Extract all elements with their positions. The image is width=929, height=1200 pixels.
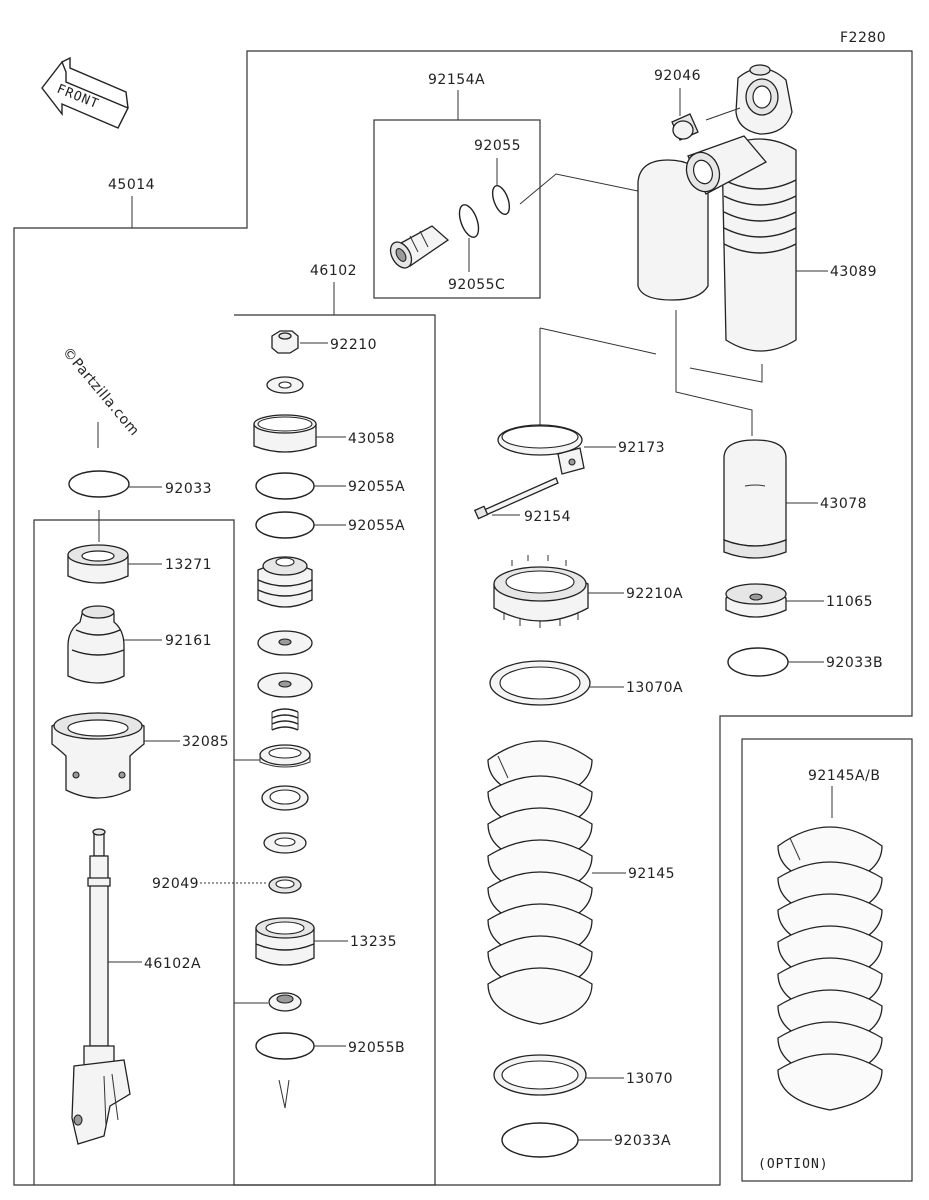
label-43078: 43078 xyxy=(820,496,867,512)
label-13070A: 13070A xyxy=(626,680,683,696)
shim-2 xyxy=(257,672,313,698)
label-46102: 46102 xyxy=(310,263,357,279)
label-92055B: 92055B xyxy=(348,1040,405,1056)
label-92161: 92161 xyxy=(165,633,212,649)
valve-kit-frame xyxy=(373,119,541,299)
piston-13235 xyxy=(255,917,315,966)
rod-seal xyxy=(268,992,302,1012)
collar xyxy=(261,785,309,811)
label-92055A-1: 92055A xyxy=(348,479,405,495)
clamp-92173 xyxy=(497,424,585,475)
label-46102A: 46102A xyxy=(144,956,201,972)
valve-assembly xyxy=(389,225,450,269)
washer-top xyxy=(266,376,304,394)
spring-seat-13070A xyxy=(489,660,591,706)
bearing-92046 xyxy=(671,113,699,141)
figure-code: F2280 xyxy=(840,30,886,46)
label-92145AB: 92145A/B xyxy=(808,768,880,784)
oring-92055A-2 xyxy=(255,511,315,539)
label-43058: 43058 xyxy=(348,431,395,447)
adjuster-nut-92210A xyxy=(493,555,589,628)
label-92055: 92055 xyxy=(474,138,521,154)
label-92033A: 92033A xyxy=(614,1133,671,1149)
label-13235: 13235 xyxy=(350,934,397,950)
nut-92210 xyxy=(271,330,299,354)
bladder-11065 xyxy=(725,583,787,618)
label-45014: 45014 xyxy=(108,177,155,193)
label-92145: 92145 xyxy=(628,866,675,882)
oring-92055A-1 xyxy=(255,472,315,500)
label-92055C: 92055C xyxy=(448,277,505,293)
label-11065: 11065 xyxy=(826,594,873,610)
circlip-92033 xyxy=(68,470,130,498)
washer-mid xyxy=(263,832,307,854)
label-92033B: 92033B xyxy=(826,655,883,671)
case-32085 xyxy=(51,712,145,799)
washer-92049 xyxy=(268,876,302,894)
bump-stop-92161 xyxy=(67,605,125,684)
watermark: ©Partzilla.com xyxy=(59,344,142,439)
shock-body-43089 xyxy=(637,64,797,352)
spring-92145AB xyxy=(777,826,883,1111)
small-spring xyxy=(271,708,299,731)
bushing-43058 xyxy=(253,414,317,453)
shim-1 xyxy=(257,630,313,656)
piston-rod-kit-frame xyxy=(33,314,436,1186)
oring-92055 xyxy=(491,185,511,215)
circlip-92033A xyxy=(501,1122,579,1158)
label-92154: 92154 xyxy=(524,509,571,525)
piston-ring xyxy=(259,744,311,768)
label-43089: 43089 xyxy=(830,264,877,280)
label-92046: 92046 xyxy=(654,68,701,84)
label-92173: 92173 xyxy=(618,440,665,456)
spring-92145 xyxy=(487,740,593,1025)
label-92055A-2: 92055A xyxy=(348,518,405,534)
label-92154A: 92154A xyxy=(428,72,485,88)
front-arrow-icon: FRONT xyxy=(41,56,129,129)
label-92210A: 92210A xyxy=(626,586,683,602)
bolt-92154 xyxy=(473,477,559,520)
label-92210: 92210 xyxy=(330,337,377,353)
label-92033: 92033 xyxy=(165,481,212,497)
option-label: (OPTION) xyxy=(758,1157,829,1172)
oring-92055C xyxy=(458,204,480,238)
reservoir-cap-43078 xyxy=(723,439,787,559)
option-spring-frame xyxy=(741,738,913,1182)
circlip-92033B xyxy=(727,647,789,677)
label-92049: 92049 xyxy=(152,876,199,892)
piston-rod-46102A xyxy=(71,828,131,1145)
spring-seat-13070 xyxy=(493,1054,587,1096)
cap-13271 xyxy=(67,544,129,584)
label-13070: 13070 xyxy=(626,1071,673,1087)
label-13271: 13271 xyxy=(165,557,212,573)
oring-92055B xyxy=(255,1032,315,1060)
label-32085: 32085 xyxy=(182,734,229,750)
seal-head xyxy=(257,556,313,608)
